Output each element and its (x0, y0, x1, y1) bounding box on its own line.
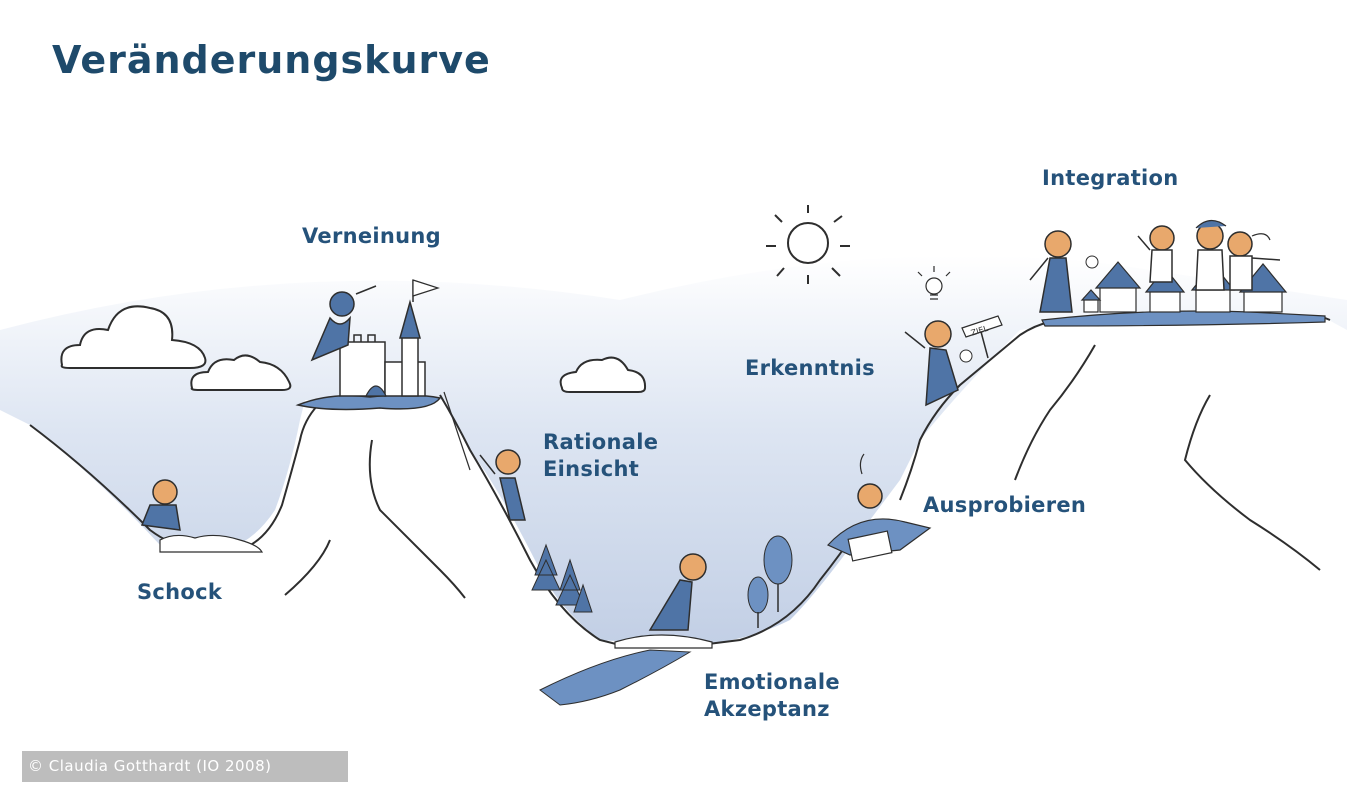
cliff-right-edge (1324, 317, 1331, 321)
signpost-icon: ZIEL (961, 315, 1003, 359)
stage-label-erkenntnis: Erkenntnis (745, 356, 875, 380)
tree-icon (747, 535, 793, 628)
flag-icon (412, 279, 440, 302)
integration-plateau (1041, 310, 1326, 327)
tree-icon (531, 543, 593, 613)
stage-label-emotionale-akzeptanz: Emotionale Akzeptanz (704, 670, 840, 721)
stage-label-ausprobieren: Ausprobieren (923, 493, 1087, 517)
schock-figure (140, 479, 264, 553)
sky-background (0, 255, 1347, 646)
lightbulb-icon (917, 266, 951, 300)
cloud-icon (559, 356, 647, 393)
mountain-strokes (284, 344, 1321, 599)
stage-label-schock: Schock (137, 580, 223, 604)
cloud-icon (190, 354, 292, 391)
copyright-credit: © Claudia Gotthardt (IO 2008) (22, 751, 348, 782)
castle-icon (295, 299, 442, 411)
stage-label-rationale-einsicht: Rationale Einsicht (543, 430, 659, 481)
insight-figure (904, 320, 973, 407)
stage-label-integration: Integration (1042, 166, 1179, 190)
river-icon (539, 649, 692, 706)
climbing-figure (443, 391, 526, 521)
trying-figure (826, 453, 932, 562)
integration-people (1029, 219, 1281, 313)
stage-label-verneinung: Verneinung (302, 224, 441, 248)
page-title: Veränderungskurve (52, 38, 491, 82)
sad-figure (614, 553, 713, 649)
curve-line (29, 321, 1051, 646)
sun-icon (766, 205, 850, 284)
cloud-icon (60, 305, 207, 369)
knight-figure (310, 285, 377, 362)
